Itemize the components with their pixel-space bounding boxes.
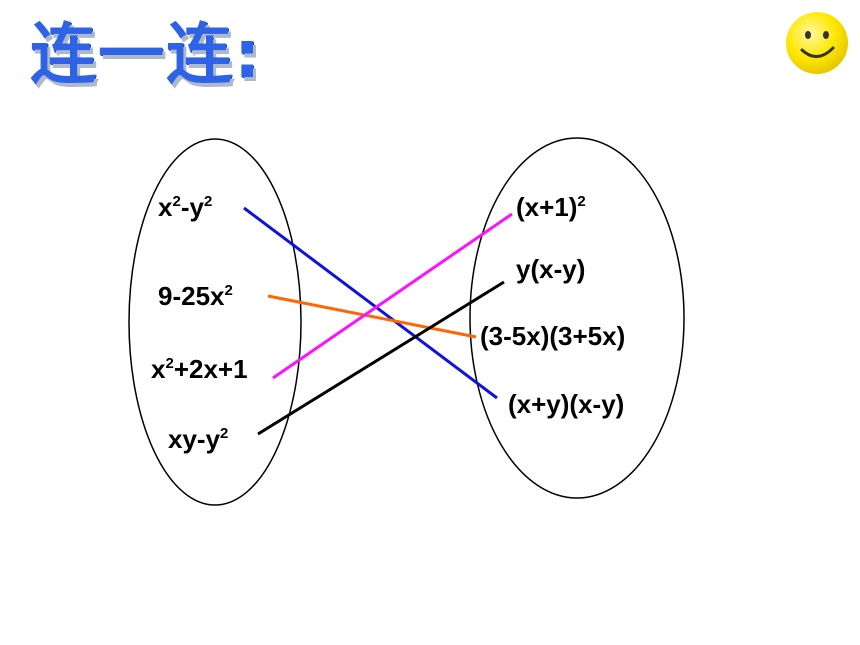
left-term-1: x2-y2 (158, 192, 213, 222)
smiley-icon (786, 12, 848, 74)
left-term-4: xy-y2 (168, 424, 229, 454)
page-title: 连一连: (30, 16, 263, 93)
left-set-ellipse (128, 138, 302, 506)
left-term-2: 9-25x2 (158, 281, 233, 311)
connection-line-l4-r2 (257, 280, 505, 436)
right-term-4: (x+y)(x-y) (508, 389, 625, 419)
right-term-1: (x+1)2 (516, 192, 586, 222)
right-term-3: (3-5x)(3+5x) (480, 321, 626, 351)
left-term-3: x2+2x+1 (151, 354, 248, 384)
connection-line-l1-r4 (243, 206, 498, 400)
connection-line-l2-r3 (267, 294, 477, 339)
connection-line-l3-r1 (272, 212, 513, 380)
right-term-2: y(x-y) (516, 254, 586, 284)
right-set-ellipse (469, 137, 685, 499)
